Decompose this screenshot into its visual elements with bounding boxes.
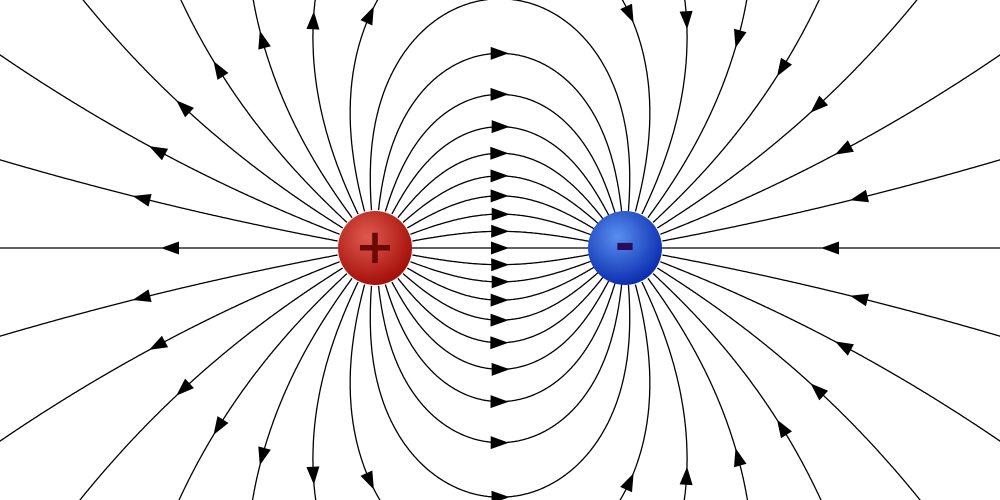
field-arrow bbox=[161, 241, 179, 255]
field-arrow bbox=[132, 289, 152, 302]
field-arrow bbox=[850, 293, 869, 307]
field-line bbox=[369, 284, 631, 498]
field-arrow bbox=[850, 189, 869, 203]
field-line bbox=[0, 254, 338, 337]
field-arrow bbox=[810, 383, 829, 401]
field-line bbox=[251, 277, 353, 500]
field-arrow bbox=[213, 416, 229, 435]
field-line bbox=[178, 273, 348, 500]
field-arrow bbox=[821, 241, 839, 255]
field-arrow bbox=[491, 490, 510, 500]
field-line bbox=[349, 0, 379, 212]
field-arrow bbox=[491, 241, 509, 255]
field-arrow bbox=[132, 194, 152, 207]
field-arrows bbox=[132, 3, 869, 500]
field-arrow bbox=[734, 28, 747, 48]
field-line bbox=[641, 281, 688, 500]
field-arrow bbox=[491, 362, 510, 376]
field-arrow bbox=[835, 140, 854, 155]
field-line bbox=[0, 159, 338, 242]
field-line bbox=[79, 267, 344, 500]
field-arrow bbox=[679, 10, 693, 30]
positive-charge-icon bbox=[338, 211, 412, 285]
field-line bbox=[252, 0, 353, 219]
field-arrow bbox=[213, 61, 229, 80]
field-arrow bbox=[306, 11, 320, 30]
field-arrow bbox=[734, 448, 747, 468]
field-arrow bbox=[777, 57, 792, 77]
field-arrow bbox=[491, 258, 510, 272]
field-arrow bbox=[490, 313, 509, 327]
field-line bbox=[377, 52, 623, 213]
field-arrow bbox=[491, 120, 510, 134]
field-arrow bbox=[258, 446, 271, 466]
negative-charge-icon bbox=[588, 211, 662, 285]
field-line bbox=[662, 254, 1000, 337]
field-line bbox=[662, 159, 1000, 242]
field-line bbox=[312, 0, 359, 215]
field-arrow bbox=[490, 46, 509, 60]
field-line bbox=[377, 283, 623, 444]
field-arrow bbox=[258, 30, 271, 50]
field-line bbox=[82, 0, 344, 229]
field-arrow bbox=[490, 169, 509, 183]
positive-charge: + bbox=[338, 211, 412, 285]
field-arrow bbox=[149, 146, 169, 161]
field-arrow bbox=[360, 6, 374, 26]
field-line bbox=[397, 276, 604, 344]
field-line bbox=[391, 126, 610, 216]
field-line bbox=[369, 0, 631, 212]
field-arrow bbox=[491, 275, 510, 289]
field-arrow bbox=[176, 378, 194, 396]
field-line bbox=[656, 0, 918, 229]
field-arrow bbox=[490, 395, 509, 409]
field-arrow bbox=[491, 207, 510, 221]
field-line bbox=[647, 0, 748, 219]
negative-charge: - bbox=[588, 211, 662, 285]
field-line bbox=[641, 0, 688, 215]
field-arrow bbox=[620, 3, 634, 23]
field-line bbox=[397, 152, 604, 220]
field-arrow bbox=[620, 473, 634, 493]
field-line bbox=[656, 267, 921, 500]
field-arrow bbox=[306, 466, 320, 485]
field-line bbox=[647, 277, 749, 500]
field-arrow bbox=[490, 87, 509, 101]
field-line bbox=[652, 273, 822, 500]
negative-charge-label: - bbox=[615, 215, 636, 273]
field-line bbox=[312, 281, 359, 500]
field-arrow bbox=[490, 189, 509, 203]
field-line bbox=[391, 280, 610, 370]
field-arrow bbox=[777, 419, 792, 439]
field-arrow bbox=[490, 436, 509, 450]
field-arrow bbox=[360, 470, 374, 490]
field-arrow bbox=[679, 466, 693, 486]
field-arrow bbox=[835, 341, 854, 356]
field-arrow bbox=[149, 335, 169, 350]
field-arrow bbox=[490, 146, 509, 160]
field-arrow bbox=[491, 224, 510, 238]
positive-charge-label: + bbox=[355, 219, 395, 275]
field-arrow bbox=[176, 100, 194, 118]
field-arrow bbox=[810, 95, 829, 113]
field-arrow bbox=[490, 336, 509, 350]
field-line bbox=[180, 0, 348, 223]
field-arrow bbox=[490, 293, 509, 307]
field-line bbox=[621, 0, 651, 212]
field-line bbox=[652, 0, 820, 223]
